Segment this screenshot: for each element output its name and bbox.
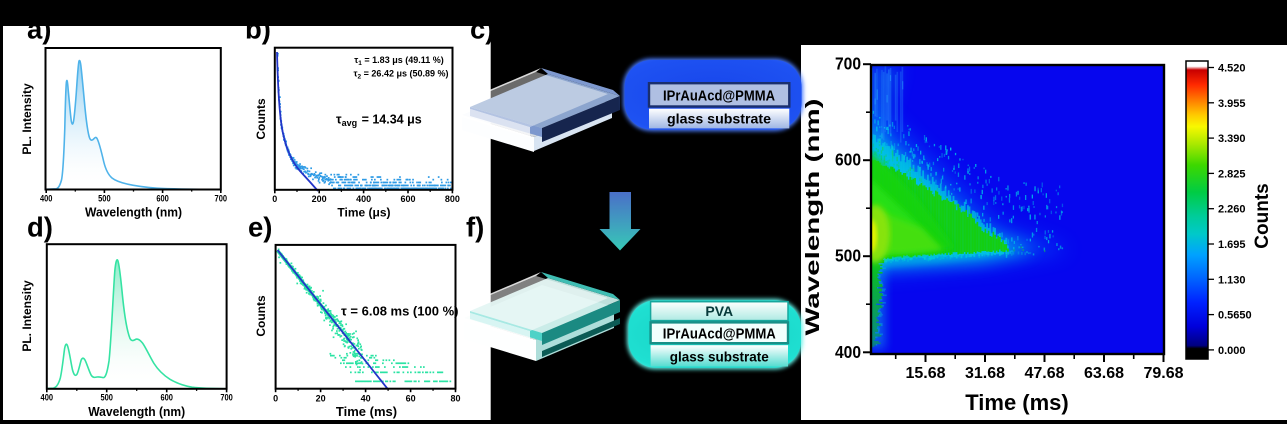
svg-text:f): f) bbox=[466, 212, 484, 243]
svg-text:Wavelength (nm): Wavelength (nm) bbox=[803, 99, 824, 336]
svg-text:400: 400 bbox=[835, 342, 861, 362]
svg-text:79.68: 79.68 bbox=[1143, 365, 1183, 382]
svg-text:400: 400 bbox=[41, 393, 54, 403]
svg-text:400: 400 bbox=[356, 194, 371, 204]
svg-text:500: 500 bbox=[98, 194, 111, 204]
svg-text:Wavelength (nm): Wavelength (nm) bbox=[85, 206, 182, 220]
svg-text:0: 0 bbox=[273, 394, 278, 404]
svg-text:200: 200 bbox=[312, 194, 327, 204]
svg-text:600: 600 bbox=[835, 150, 861, 170]
svg-text:4.520: 4.520 bbox=[1218, 63, 1246, 75]
svg-text:40: 40 bbox=[361, 394, 371, 404]
svg-text:600: 600 bbox=[400, 194, 415, 204]
svg-text:Counts: Counts bbox=[254, 98, 268, 140]
svg-text:3.390: 3.390 bbox=[1218, 133, 1246, 145]
svg-text:600: 600 bbox=[160, 393, 173, 403]
svg-text:47.68: 47.68 bbox=[1024, 365, 1064, 382]
svg-text:63.68: 63.68 bbox=[1084, 365, 1124, 382]
svg-text:1.130: 1.130 bbox=[1218, 274, 1246, 286]
svg-text:400: 400 bbox=[40, 194, 53, 204]
svg-text:PL. Intensity: PL. Intensity bbox=[20, 280, 34, 352]
svg-text:e): e) bbox=[248, 212, 272, 243]
svg-text:glass substrate: glass substrate bbox=[670, 349, 769, 365]
svg-text:τ1 = 1.83 μs (49.11 %): τ1 = 1.83 μs (49.11 %) bbox=[354, 55, 443, 67]
svg-text:Time (ms): Time (ms) bbox=[965, 390, 1069, 415]
svg-text:600: 600 bbox=[156, 194, 169, 204]
svg-text:60: 60 bbox=[406, 394, 416, 404]
svg-text:800: 800 bbox=[445, 194, 460, 204]
svg-text:500: 500 bbox=[835, 246, 861, 266]
svg-text:1.695: 1.695 bbox=[1218, 239, 1246, 251]
svg-text:0.000: 0.000 bbox=[1218, 345, 1246, 357]
svg-text:IPrAuAcd@PMMA: IPrAuAcd@PMMA bbox=[663, 89, 775, 105]
svg-text:3.955: 3.955 bbox=[1218, 98, 1246, 110]
svg-text:31.68: 31.68 bbox=[965, 365, 1005, 382]
svg-text:glass substrate: glass substrate bbox=[667, 112, 772, 127]
svg-text:700: 700 bbox=[215, 194, 228, 204]
svg-text:15.68: 15.68 bbox=[905, 365, 945, 382]
svg-text:700: 700 bbox=[835, 54, 861, 74]
svg-text:80: 80 bbox=[450, 394, 460, 404]
svg-text:2.260: 2.260 bbox=[1218, 204, 1246, 216]
svg-text:Counts: Counts bbox=[254, 295, 268, 337]
svg-text:d): d) bbox=[27, 212, 53, 243]
svg-text:2.825: 2.825 bbox=[1218, 168, 1246, 180]
svg-text:τ = 6.08 ms (100 %): τ = 6.08 ms (100 %) bbox=[341, 304, 458, 319]
svg-text:PL. Intensity: PL. Intensity bbox=[20, 83, 34, 155]
svg-text:Counts: Counts bbox=[1252, 183, 1273, 248]
svg-text:PVA: PVA bbox=[705, 303, 733, 319]
svg-text:0.5650: 0.5650 bbox=[1218, 310, 1252, 322]
svg-text:Time (ms): Time (ms) bbox=[336, 404, 397, 419]
svg-text:0: 0 bbox=[272, 194, 277, 204]
svg-text:700: 700 bbox=[220, 393, 233, 403]
svg-text:Time (μs): Time (μs) bbox=[337, 206, 390, 220]
svg-text:20: 20 bbox=[316, 394, 326, 404]
svg-text:500: 500 bbox=[100, 393, 113, 403]
svg-text:IPrAuAcd@PMMA: IPrAuAcd@PMMA bbox=[663, 327, 776, 343]
svg-text:τ2 = 26.42 μs (50.89 %): τ2 = 26.42 μs (50.89 %) bbox=[354, 69, 449, 81]
svg-text:τavg = 14.34 μs: τavg = 14.34 μs bbox=[336, 113, 422, 129]
svg-text:Wavelength (nm): Wavelength (nm) bbox=[88, 405, 185, 419]
